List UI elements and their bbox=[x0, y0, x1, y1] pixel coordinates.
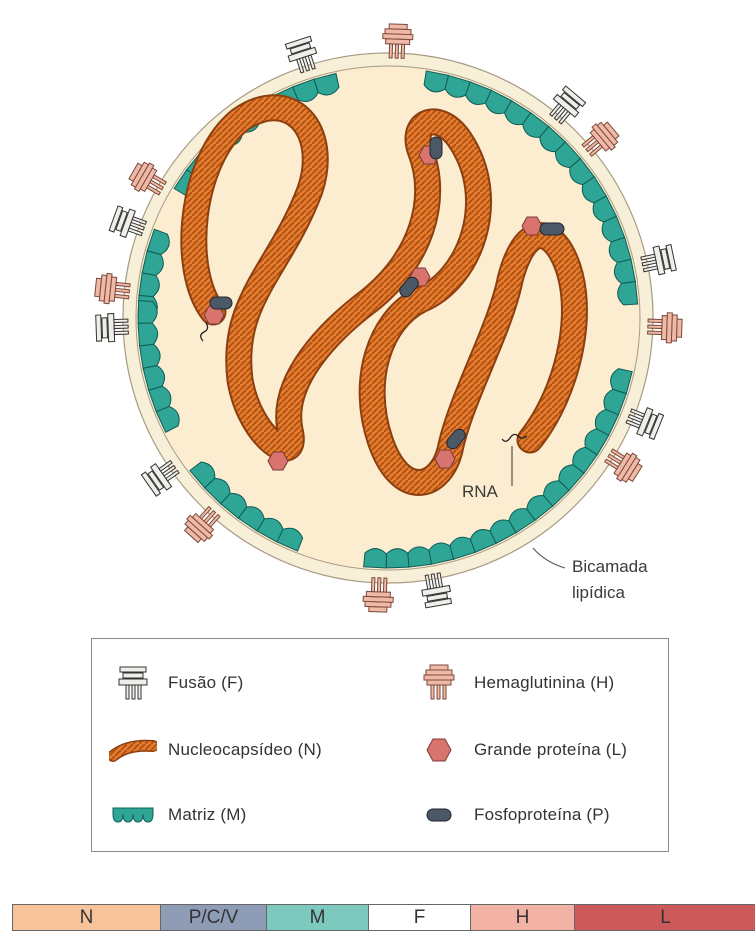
phosphoprotein-icon bbox=[410, 795, 468, 835]
legend-item-large-protein: Grande proteína (L) bbox=[410, 730, 627, 770]
large-protein-icon bbox=[410, 730, 468, 770]
genome-map: N P/C/V M F H L bbox=[12, 904, 755, 931]
matrix-protein-unit bbox=[618, 281, 638, 304]
matrix-protein-unit bbox=[140, 344, 161, 368]
legend-item-fusion: Fusão (F) bbox=[104, 663, 243, 703]
phosphoprotein-1 bbox=[210, 297, 232, 309]
legend-label-hemagglutinin: Hemaglutinina (H) bbox=[474, 673, 614, 693]
matrix-protein-unit bbox=[138, 323, 158, 346]
large-protein-4 bbox=[522, 217, 542, 235]
virion-diagram: RNA Bicamada lipídica bbox=[0, 0, 755, 630]
rna-label: RNA bbox=[462, 482, 499, 501]
legend-label-phosphoprotein: Fosfoproteína (P) bbox=[474, 805, 610, 825]
matrix-protein-unit bbox=[408, 547, 432, 567]
genome-segment-m: M bbox=[266, 905, 368, 930]
phosphoprotein-4 bbox=[540, 223, 564, 235]
legend-item-phosphoprotein: Fosfoproteína (P) bbox=[410, 795, 610, 835]
legend-item-matrix: Matriz (M) bbox=[104, 795, 246, 835]
legend-label-large-protein: Grande proteína (L) bbox=[474, 740, 627, 760]
fusion-protein-icon bbox=[104, 663, 162, 703]
matrix-icon bbox=[104, 795, 162, 835]
large-protein-6 bbox=[435, 450, 455, 468]
legend-item-hemagglutinin: Hemaglutinina (H) bbox=[410, 663, 614, 703]
phosphoprotein-2 bbox=[430, 137, 442, 159]
matrix-protein-unit bbox=[139, 273, 159, 297]
membrane-label-line2: lipídica bbox=[572, 583, 625, 602]
genome-segment-pcv: P/C/V bbox=[160, 905, 266, 930]
genome-segment-h: H bbox=[470, 905, 574, 930]
legend: Fusão (F) Hemaglutinina (H) Nucleocapsíd… bbox=[91, 638, 669, 852]
legend-label-nucleocapsid: Nucleocapsídeo (N) bbox=[168, 740, 322, 760]
large-protein-5 bbox=[268, 452, 288, 470]
genome-segment-n: N bbox=[12, 905, 160, 930]
legend-label-fusion: Fusão (F) bbox=[168, 673, 243, 693]
hemagglutinin-icon bbox=[410, 663, 468, 703]
matrix-protein-unit bbox=[386, 549, 409, 568]
membrane-label-line1: Bicamada bbox=[572, 557, 648, 576]
legend-item-nucleocapsid: Nucleocapsídeo (N) bbox=[104, 730, 322, 770]
genome-segment-f: F bbox=[368, 905, 470, 930]
matrix-protein-unit bbox=[614, 259, 635, 283]
nucleocapsid-icon bbox=[104, 730, 162, 770]
legend-label-matrix: Matriz (M) bbox=[168, 805, 246, 825]
matrix-protein-unit bbox=[364, 549, 387, 568]
matrix-protein-unit bbox=[138, 301, 157, 324]
membrane-pointer bbox=[533, 548, 565, 568]
genome-segment-l: L bbox=[574, 905, 755, 930]
